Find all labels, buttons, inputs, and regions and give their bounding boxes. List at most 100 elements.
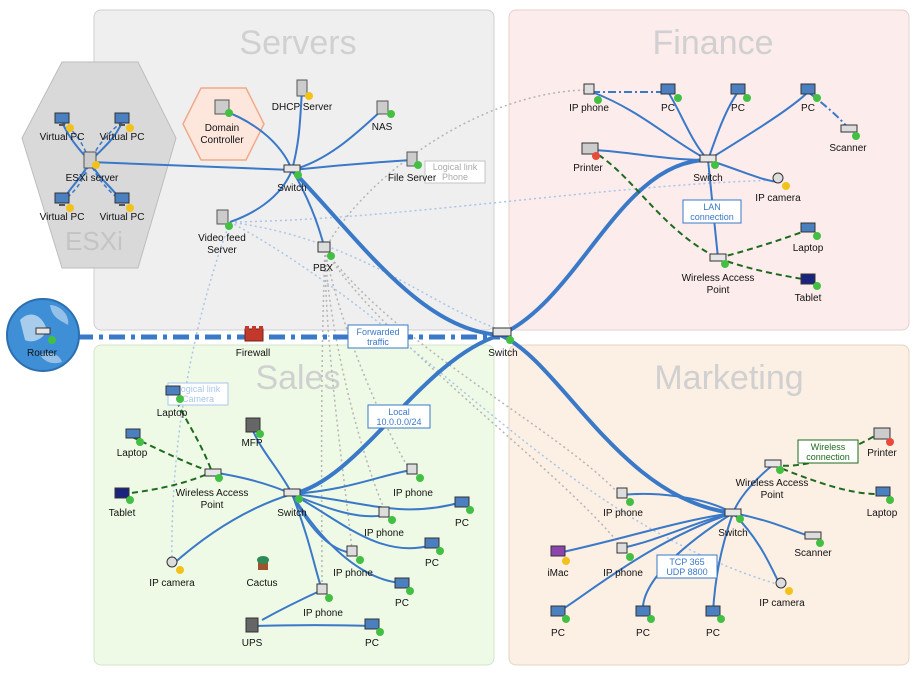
virtual-pc-icon[interactable]	[54, 112, 74, 132]
ip-phone-icon[interactable]	[616, 487, 634, 506]
node-label: PC	[661, 103, 675, 114]
imac-icon[interactable]	[550, 545, 570, 565]
pc-icon[interactable]	[705, 605, 725, 623]
node-label: Point	[761, 490, 784, 501]
pc-icon[interactable]	[550, 605, 570, 623]
marketing-zone	[508, 344, 910, 666]
laptop-icon[interactable]	[165, 385, 184, 403]
switch-icon[interactable]	[724, 508, 744, 523]
annotation-text: Wireless	[811, 442, 846, 452]
node-label: IP phone	[603, 568, 643, 579]
node-label: Laptop	[157, 408, 188, 419]
nas-icon[interactable]	[376, 100, 395, 118]
file-server-icon[interactable]	[406, 151, 422, 169]
esxi-server-icon[interactable]	[83, 151, 100, 169]
annotation-text: UDP 8800	[666, 567, 707, 577]
node-label: Cactus	[246, 578, 277, 589]
ip-phone-icon[interactable]	[583, 83, 602, 104]
esxi-virtual-links	[61, 121, 123, 203]
pbx-icon[interactable]	[317, 241, 335, 260]
pc-icon[interactable]	[454, 496, 474, 514]
laptop-icon[interactable]	[875, 486, 894, 504]
node-label: PC	[706, 628, 720, 639]
ip-phone-icon[interactable]	[316, 583, 333, 602]
wireless-access-point-icon[interactable]	[709, 253, 729, 268]
scanner-icon[interactable]	[840, 124, 860, 140]
ip-phone-icon[interactable]	[346, 545, 364, 564]
esxi-title: ESXi	[65, 226, 123, 256]
annotation-text: Logical link	[176, 384, 221, 394]
node-label: PC	[636, 628, 650, 639]
ip-camera-icon[interactable]	[166, 556, 184, 574]
wireless-access-point-icon[interactable]	[204, 468, 223, 482]
pc-icon[interactable]	[364, 618, 384, 636]
node-label: MFP	[241, 438, 262, 449]
node-label: PC	[551, 628, 565, 639]
router-globe[interactable]	[6, 298, 80, 372]
node-label: Scanner	[829, 143, 867, 154]
node-label: ESXi server	[66, 173, 119, 184]
node-label: UPS	[242, 638, 263, 649]
virtual-pc-icon[interactable]	[54, 192, 74, 212]
finance-zone-title: Finance	[653, 24, 774, 62]
annotation-text: connection	[806, 452, 850, 462]
virtual-pc-icon[interactable]	[114, 112, 134, 132]
tablet-icon[interactable]	[800, 273, 821, 290]
node-label: iMac	[547, 568, 568, 579]
ip-phone-icon[interactable]	[378, 506, 396, 524]
mfp-icon[interactable]	[245, 417, 264, 438]
pc-icon[interactable]	[660, 83, 682, 102]
node-label: IP phone	[569, 103, 609, 114]
tablet-icon[interactable]	[114, 487, 134, 504]
node-label: Scanner	[794, 548, 832, 559]
firewall-icon[interactable]	[244, 326, 264, 342]
annotation-text: Phone	[442, 172, 468, 182]
annotation-text: LAN	[703, 202, 721, 212]
pc-icon[interactable]	[800, 83, 821, 102]
node-label: Virtual PC	[40, 212, 85, 223]
dhcp-server-icon[interactable]	[296, 79, 313, 100]
pc-icon[interactable]	[730, 83, 751, 102]
ip-camera-icon[interactable]	[775, 577, 793, 595]
node-label: PC	[365, 638, 379, 649]
annotation-wireless-connection: Wireless connection	[797, 439, 859, 464]
annotation-text: 10.0.0.0/24	[376, 417, 421, 427]
laptop-icon[interactable]	[125, 428, 144, 446]
domain-controller-icon[interactable]	[214, 99, 233, 117]
annotation-text: Camera	[182, 394, 214, 404]
node-label: Router	[27, 348, 58, 359]
pc-icon[interactable]	[424, 537, 444, 555]
node-label: Printer	[867, 448, 897, 459]
node-label: Wireless Access	[176, 488, 249, 499]
printer-icon[interactable]	[581, 142, 600, 160]
node-label: Virtual PC	[100, 132, 145, 143]
domain-controller-hexagon	[182, 87, 265, 161]
ip-camera-icon[interactable]	[772, 172, 790, 190]
scanner-icon[interactable]	[804, 531, 824, 547]
switch-icon[interactable]	[283, 488, 303, 503]
node-label: IP phone	[603, 508, 643, 519]
node-label: NAS	[372, 122, 393, 133]
virtual-pc-icon[interactable]	[114, 192, 134, 212]
wireless-access-point-icon[interactable]	[764, 459, 784, 474]
pc-icon[interactable]	[635, 605, 655, 623]
node-label: IP phone	[303, 608, 343, 619]
switch-icon[interactable]	[283, 164, 302, 179]
node-label: Virtual PC	[100, 212, 145, 223]
printer-icon[interactable]	[873, 427, 894, 446]
router-icon[interactable]	[35, 327, 56, 344]
node-label: PBX	[313, 263, 333, 274]
node-label: Domain	[205, 123, 239, 134]
node-label: Firewall	[236, 348, 270, 359]
pc-icon[interactable]	[394, 577, 414, 595]
ip-phone-icon[interactable]	[406, 463, 424, 482]
ups-icon[interactable]	[245, 617, 259, 633]
laptop-icon[interactable]	[800, 222, 821, 240]
video-feed-server-icon[interactable]	[216, 209, 233, 230]
switch-icon[interactable]	[699, 154, 719, 169]
node-label: Laptop	[117, 448, 148, 459]
ip-phone-icon[interactable]	[616, 542, 634, 561]
marketing-zone-title: Marketing	[654, 359, 803, 397]
core-switch-icon[interactable]	[492, 327, 514, 344]
node-label: Tablet	[795, 293, 822, 304]
